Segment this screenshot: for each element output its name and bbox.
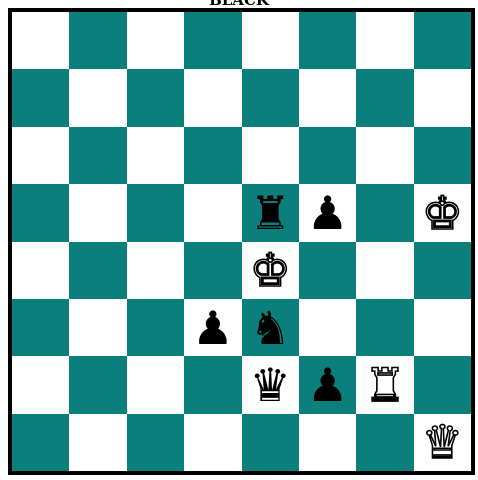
square-a6[interactable] <box>414 299 471 356</box>
black-pawn-icon[interactable]: ♟ <box>307 362 348 408</box>
square-h2[interactable] <box>12 69 69 126</box>
square-b3[interactable] <box>356 127 413 184</box>
white-queen-icon[interactable]: ♛ <box>422 419 463 465</box>
square-d5[interactable]: ♚ <box>242 242 299 299</box>
square-b7[interactable]: ♜ <box>356 356 413 413</box>
square-a1[interactable] <box>414 12 471 69</box>
square-h6[interactable] <box>12 299 69 356</box>
square-b1[interactable] <box>356 12 413 69</box>
square-g1[interactable] <box>69 12 126 69</box>
square-a7[interactable] <box>414 356 471 413</box>
chess-board: ♜ ♟ ♚ ♚ ♟ ♞ ♛ ♟ ♜ ♛ <box>8 8 475 475</box>
square-e1[interactable] <box>184 12 241 69</box>
square-h4[interactable] <box>12 184 69 241</box>
square-c8[interactable] <box>299 414 356 471</box>
square-d6[interactable]: ♞ <box>242 299 299 356</box>
black-pawn-icon[interactable]: ♟ <box>192 305 233 351</box>
square-c5[interactable] <box>299 242 356 299</box>
square-g7[interactable] <box>69 356 126 413</box>
white-rook-icon[interactable]: ♜ <box>364 362 405 408</box>
square-d3[interactable] <box>242 127 299 184</box>
black-pawn-icon[interactable]: ♟ <box>307 190 348 236</box>
square-d4[interactable]: ♜ <box>242 184 299 241</box>
white-king-icon[interactable]: ♚ <box>422 190 463 236</box>
square-g6[interactable] <box>69 299 126 356</box>
square-a8[interactable]: ♛ <box>414 414 471 471</box>
square-e5[interactable] <box>184 242 241 299</box>
square-f3[interactable] <box>127 127 184 184</box>
square-e2[interactable] <box>184 69 241 126</box>
square-h5[interactable] <box>12 242 69 299</box>
square-g5[interactable] <box>69 242 126 299</box>
square-c3[interactable] <box>299 127 356 184</box>
square-b4[interactable] <box>356 184 413 241</box>
square-c1[interactable] <box>299 12 356 69</box>
white-king-icon[interactable]: ♚ <box>250 247 291 293</box>
square-f6[interactable] <box>127 299 184 356</box>
board-grid: ♜ ♟ ♚ ♚ ♟ ♞ ♛ ♟ ♜ ♛ <box>12 12 471 471</box>
square-c2[interactable] <box>299 69 356 126</box>
square-c7[interactable]: ♟ <box>299 356 356 413</box>
square-d7[interactable]: ♛ <box>242 356 299 413</box>
square-a2[interactable] <box>414 69 471 126</box>
square-b6[interactable] <box>356 299 413 356</box>
square-e3[interactable] <box>184 127 241 184</box>
square-d8[interactable] <box>242 414 299 471</box>
black-knight-icon[interactable]: ♞ <box>250 305 291 351</box>
square-e8[interactable] <box>184 414 241 471</box>
square-d1[interactable] <box>242 12 299 69</box>
square-g4[interactable] <box>69 184 126 241</box>
square-b5[interactable] <box>356 242 413 299</box>
square-c6[interactable] <box>299 299 356 356</box>
square-a3[interactable] <box>414 127 471 184</box>
square-f2[interactable] <box>127 69 184 126</box>
square-g8[interactable] <box>69 414 126 471</box>
square-h7[interactable] <box>12 356 69 413</box>
square-f8[interactable] <box>127 414 184 471</box>
square-h1[interactable] <box>12 12 69 69</box>
square-c4[interactable]: ♟ <box>299 184 356 241</box>
square-g3[interactable] <box>69 127 126 184</box>
square-e7[interactable] <box>184 356 241 413</box>
square-h3[interactable] <box>12 127 69 184</box>
square-e6[interactable]: ♟ <box>184 299 241 356</box>
square-a4[interactable]: ♚ <box>414 184 471 241</box>
black-queen-icon[interactable]: ♛ <box>250 362 291 408</box>
square-g2[interactable] <box>69 69 126 126</box>
square-f4[interactable] <box>127 184 184 241</box>
square-a5[interactable] <box>414 242 471 299</box>
square-e4[interactable] <box>184 184 241 241</box>
black-rook-icon[interactable]: ♜ <box>250 190 291 236</box>
square-h8[interactable] <box>12 414 69 471</box>
square-f1[interactable] <box>127 12 184 69</box>
square-f5[interactable] <box>127 242 184 299</box>
square-b2[interactable] <box>356 69 413 126</box>
square-b8[interactable] <box>356 414 413 471</box>
square-f7[interactable] <box>127 356 184 413</box>
square-d2[interactable] <box>242 69 299 126</box>
